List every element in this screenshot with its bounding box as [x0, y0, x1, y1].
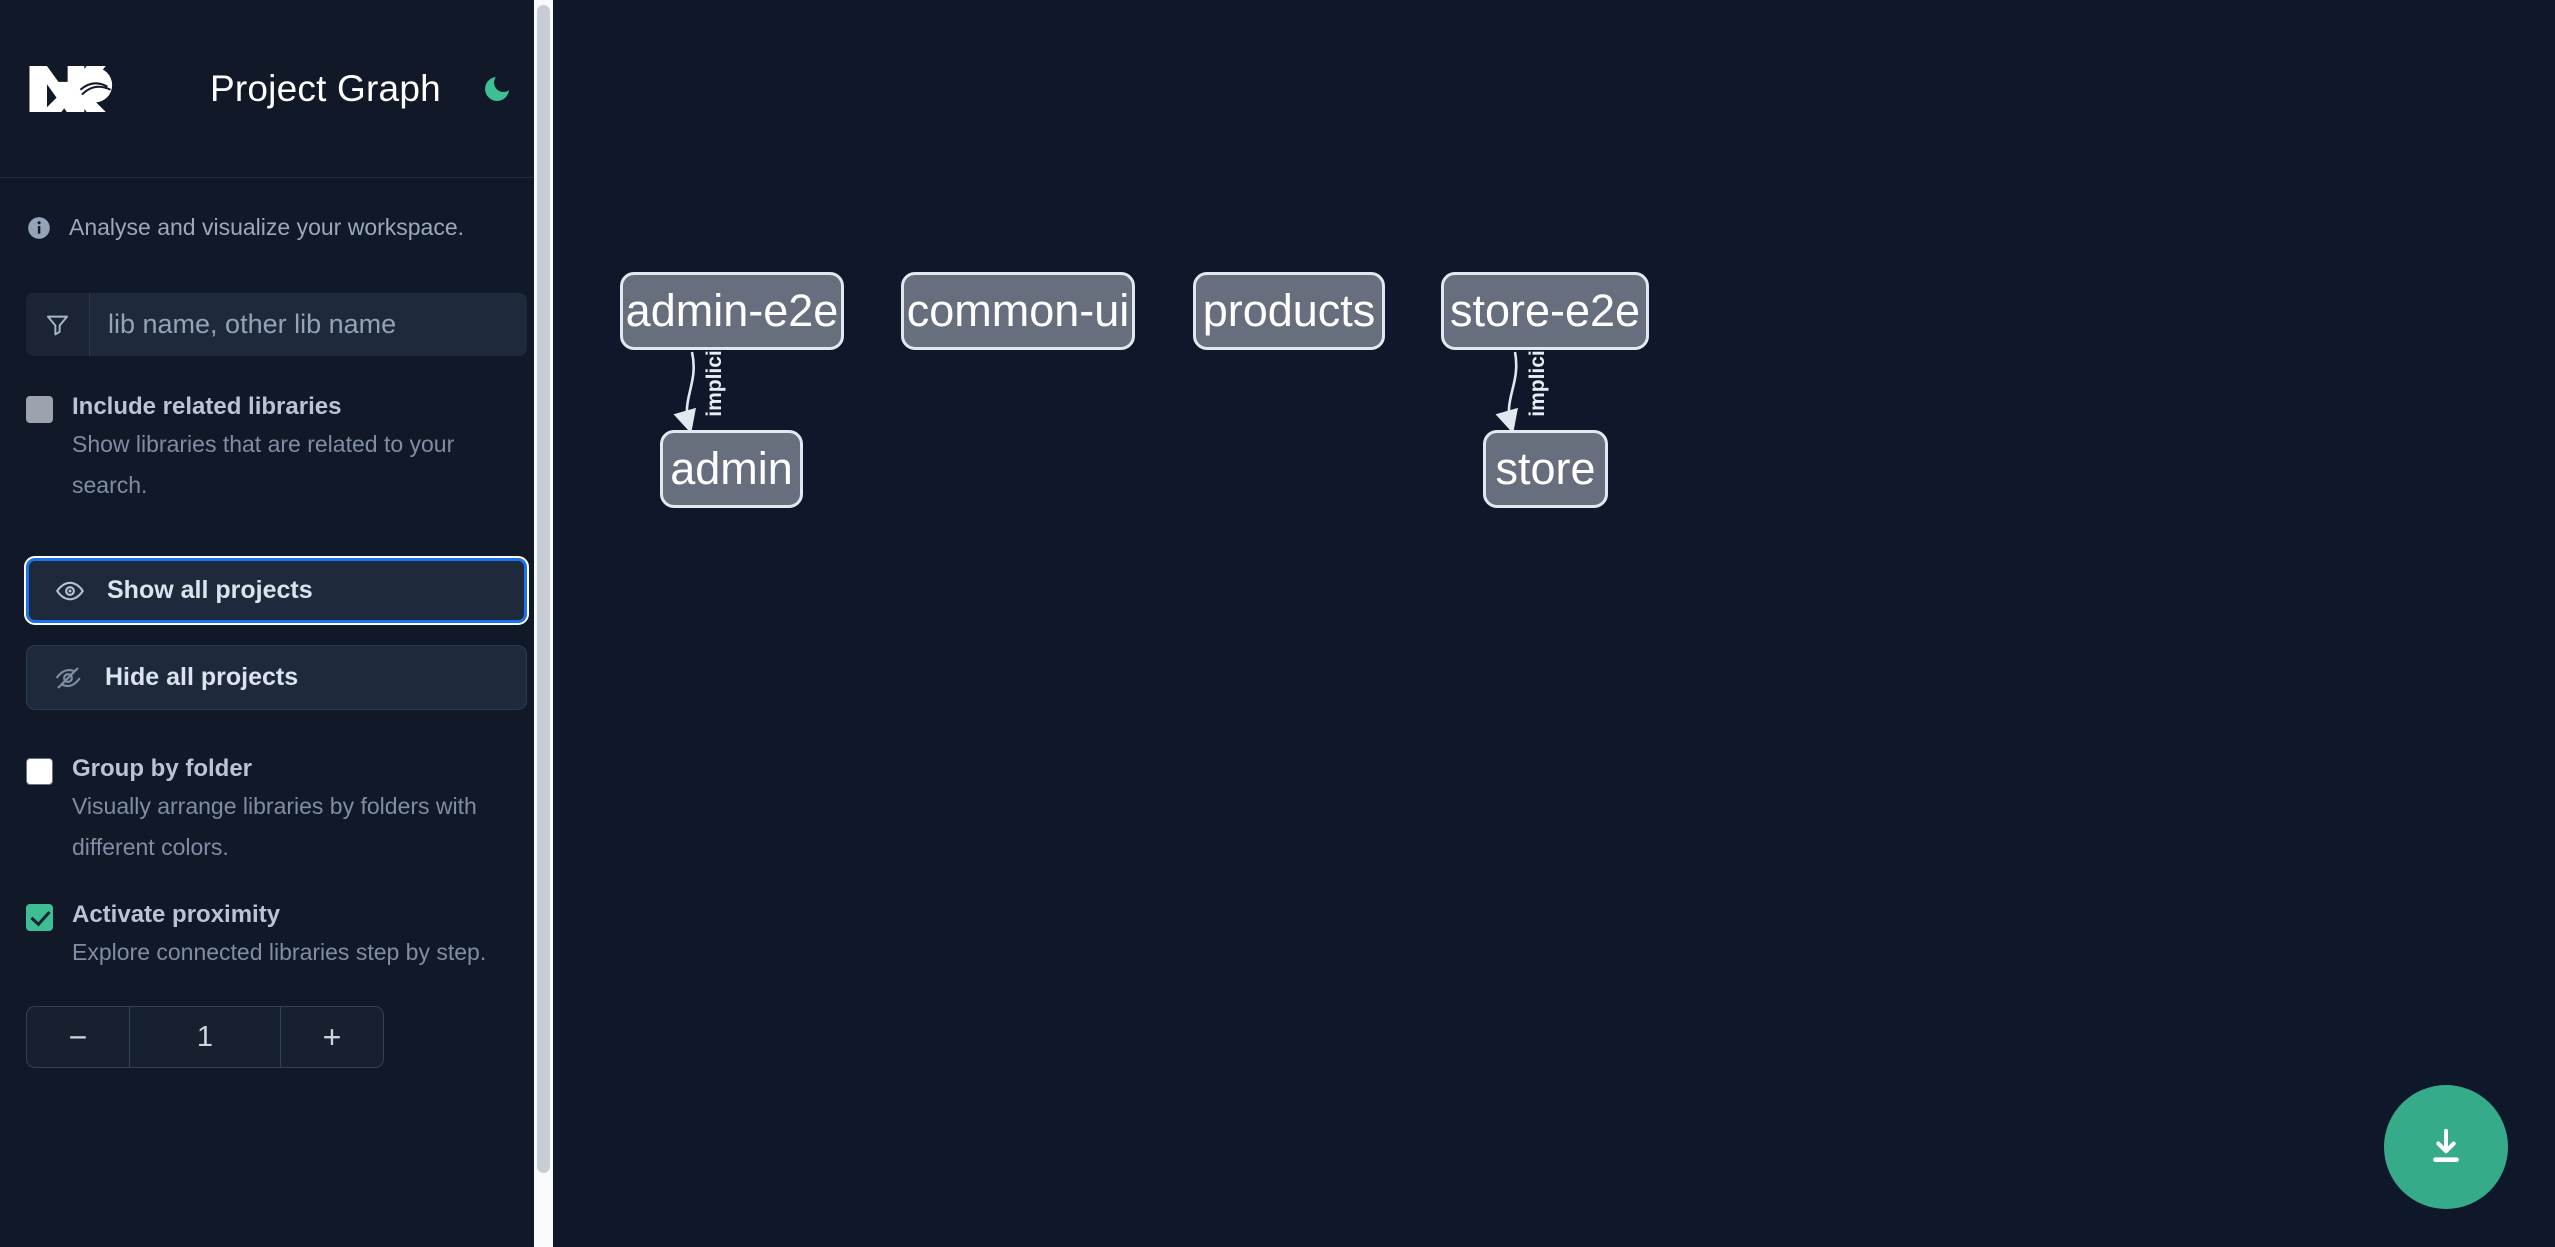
graph-node-store-e2e[interactable]: store-e2e: [1441, 272, 1649, 350]
eye-off-icon: [53, 663, 83, 693]
graph-node-common-ui[interactable]: common-ui: [901, 272, 1135, 350]
include-related-libraries-description: Show libraries that are related to your …: [72, 431, 455, 498]
group-by-folder-label: Group by folder: [72, 755, 252, 782]
workspace-info: Analyse and visualize your workspace.: [0, 178, 553, 241]
download-graph-button[interactable]: [2384, 1085, 2508, 1209]
moon-icon[interactable]: [477, 69, 517, 109]
workspace-info-text: Analyse and visualize your workspace.: [69, 214, 465, 240]
option-include-related-libraries[interactable]: Include related libraries Show libraries…: [0, 390, 553, 506]
graph-edges: [673, 351, 1518, 434]
activate-proximity-label: Activate proximity: [72, 901, 281, 928]
option-group-by-folder[interactable]: Group by folder Visually arrange librari…: [0, 752, 553, 868]
hide-all-projects-label: Hide all projects: [105, 663, 299, 691]
activate-proximity-checkbox[interactable]: [26, 904, 53, 931]
graph-node-products[interactable]: products: [1193, 272, 1385, 350]
edge-label-store: implicit: [1525, 343, 1549, 417]
show-all-projects-button[interactable]: Show all projects: [24, 556, 529, 625]
filter-row: [26, 293, 527, 356]
sidebar-scrollbar-thumb[interactable]: [537, 5, 550, 1173]
graph-node-store[interactable]: store: [1483, 430, 1608, 508]
nx-logo-icon: [26, 58, 122, 120]
eye-icon: [55, 576, 85, 606]
proximity-increment-button[interactable]: +: [280, 1007, 383, 1067]
group-by-folder-checkbox[interactable]: [26, 758, 53, 785]
funnel-icon: [26, 293, 90, 356]
activate-proximity-description: Explore connected libraries step by step…: [72, 939, 487, 965]
include-related-libraries-checkbox[interactable]: [26, 396, 53, 423]
proximity-stepper: − 1 +: [26, 1006, 384, 1068]
graph-node-admin[interactable]: admin: [660, 430, 803, 508]
sidebar-scrollbar[interactable]: [534, 0, 553, 1247]
info-icon: [26, 215, 52, 241]
page-title: Project Graph: [210, 67, 441, 109]
sidebar-header: Project Graph: [0, 0, 553, 178]
proximity-decrement-button[interactable]: −: [27, 1007, 130, 1067]
search-input[interactable]: [90, 293, 527, 356]
hide-all-projects-button[interactable]: Hide all projects: [26, 645, 527, 710]
include-related-libraries-label: Include related libraries: [72, 393, 342, 420]
edge-admin-e2e-admin: [673, 351, 696, 434]
proximity-value: 1: [130, 1007, 280, 1067]
edge-label-admin: implicit: [702, 343, 726, 417]
edge-store-e2e-store: [1495, 351, 1518, 434]
graph-canvas[interactable]: implicit implicit admin-e2e common-ui pr…: [553, 0, 2555, 1247]
download-icon: [2433, 1128, 2459, 1162]
sidebar: Project Graph Analyse and visualize yo: [0, 0, 553, 1247]
graph-node-admin-e2e[interactable]: admin-e2e: [620, 272, 844, 350]
show-all-projects-label: Show all projects: [107, 576, 313, 604]
group-by-folder-description: Visually arrange libraries by folders wi…: [72, 793, 477, 860]
option-activate-proximity[interactable]: Activate proximity Explore connected lib…: [0, 898, 553, 973]
proximity-stepper-wrap: − 1 +: [0, 1006, 553, 1068]
